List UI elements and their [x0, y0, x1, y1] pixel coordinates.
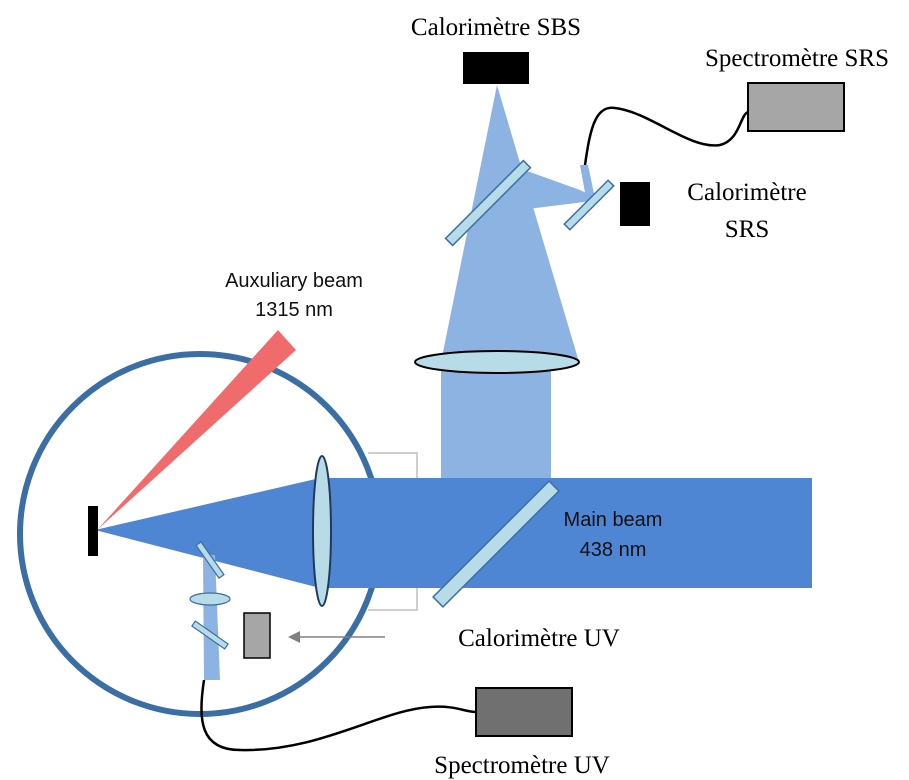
- calorimetre-uv-box: [243, 612, 271, 659]
- main-beamsplitter: [432, 480, 560, 608]
- backscatter-beam-upper: [441, 85, 579, 362]
- srs-branch-beam: [505, 163, 600, 210]
- label-auxiliary-beam-line1: Auxuliary beam: [225, 270, 363, 292]
- label-main-beam-line2: 438 nm: [580, 539, 647, 561]
- label-spectrometre-uv: Spectromètre UV: [434, 752, 610, 779]
- spectrometre-uv-box: [475, 687, 573, 737]
- label-calorimetre-uv: Calorimètre UV: [458, 625, 620, 652]
- label-calorimetre-srs-line1: Calorimètre: [687, 179, 806, 206]
- label-auxiliary-beam-line2: 1315 nm: [255, 299, 333, 321]
- srs-pickoff-beam: [580, 165, 595, 198]
- arrow-head-icon: [288, 631, 300, 643]
- calorimetre-srs-box: [620, 182, 650, 226]
- sbs-beamsplitter: [444, 159, 532, 247]
- uv-lens: [189, 592, 231, 606]
- focusing-lens: [312, 455, 332, 607]
- uv-pickoff-beam: [203, 555, 220, 680]
- collection-lens: [414, 350, 580, 374]
- label-calorimetre-srs-line2: SRS: [725, 216, 769, 243]
- label-spectrometre-srs: Spectromètre SRS: [705, 45, 889, 72]
- uv-splitter-lower: [191, 620, 229, 650]
- label-calorimetre-sbs: Calorimètre SBS: [411, 14, 581, 41]
- main-beam: [95, 478, 812, 588]
- auxiliary-beam: [97, 330, 296, 530]
- fiber-uv: [200, 679, 477, 752]
- spectrometre-srs-box: [747, 82, 845, 132]
- fiber-srs: [583, 106, 749, 166]
- srs-beamsplitter: [563, 179, 615, 231]
- uv-pickoff-mirror-upper: [195, 541, 225, 579]
- calorimetre-sbs-box: [463, 52, 529, 84]
- label-main-beam-line1: Main beam: [564, 509, 663, 531]
- backscatter-beam-lower: [441, 362, 551, 480]
- target: [88, 506, 98, 556]
